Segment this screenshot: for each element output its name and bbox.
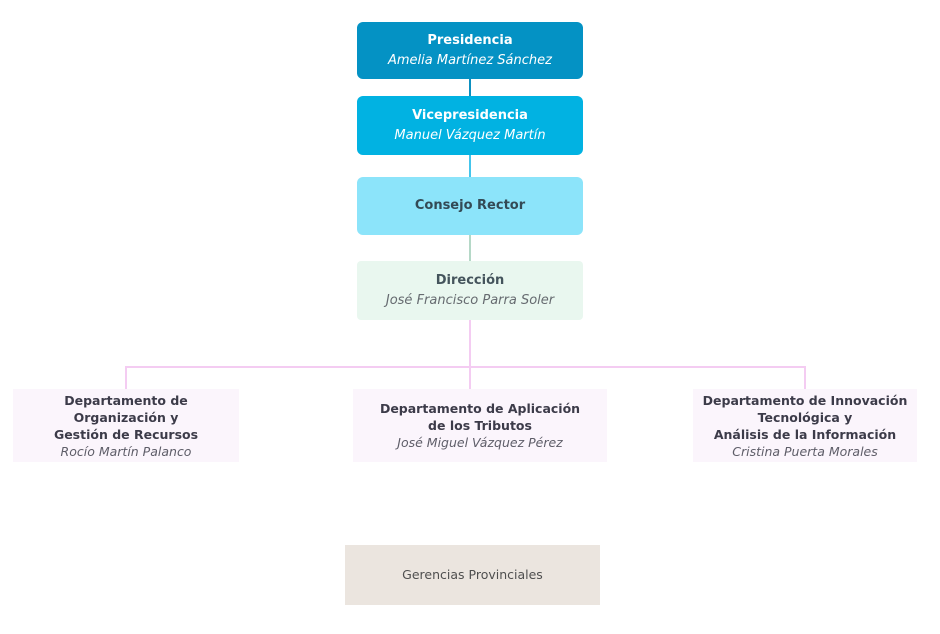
direccion-name: José Francisco Parra Soler: [385, 292, 555, 308]
connector-drop-departamento-organizacion: [125, 367, 127, 389]
departamento-organizacion-title-line-1: Departamento de Organización y: [64, 392, 188, 425]
node-vicepresidencia: Vicepresidencia Manuel Vázquez Martín: [357, 96, 583, 155]
gerencias-provinciales-title: Gerencias Provinciales: [402, 567, 543, 582]
node-presidencia: Presidencia Amelia Martínez Sánchez: [357, 22, 583, 79]
node-departamento-aplicacion: Departamento de Aplicación de los Tribut…: [353, 389, 607, 462]
node-gerencias-provinciales: Gerencias Provinciales: [345, 545, 600, 605]
departamento-organizacion-title-line-2: Gestión de Recursos: [53, 426, 199, 442]
departamento-innovacion-title-line-1: Departamento de Innovación: [702, 392, 908, 408]
connector-direccion-trunk: [469, 320, 471, 368]
connector-vicepresidencia-consejo: [469, 155, 471, 177]
node-consejo-rector: Consejo Rector: [357, 177, 583, 235]
departamento-organizacion-title: Departamento de Organización y Gestión d…: [21, 392, 231, 443]
connector-consejo-direccion: [469, 235, 471, 261]
connector-presidencia-vicepresidencia: [469, 79, 471, 96]
departamento-innovacion-title: Departamento de Innovación Tecnológica y…: [703, 392, 908, 443]
vicepresidencia-title: Vicepresidencia: [412, 107, 528, 123]
departamento-innovacion-title-line-3: Análisis de la Información: [713, 426, 897, 442]
connector-drop-departamento-aplicacion: [469, 367, 471, 389]
vicepresidencia-name: Manuel Vázquez Martín: [394, 127, 546, 143]
departamento-aplicacion-title-line-2: de los Tributos: [428, 418, 532, 433]
departamento-innovacion-title-line-2: Tecnológica y: [757, 409, 853, 425]
node-departamento-organizacion: Departamento de Organización y Gestión d…: [13, 389, 239, 462]
departamento-organizacion-name: Rocío Martín Palanco: [60, 443, 192, 459]
direccion-title: Dirección: [435, 272, 505, 288]
connector-departamentos-horizontal: [125, 366, 806, 368]
consejo-rector-title: Consejo Rector: [414, 198, 526, 213]
departamento-innovacion-name: Cristina Puerta Morales: [732, 443, 878, 459]
departamento-aplicacion-name: José Miguel Vázquez Pérez: [397, 435, 563, 450]
departamento-aplicacion-title: Departamento de Aplicación de los Tribut…: [380, 400, 580, 434]
presidencia-name: Amelia Martínez Sánchez: [388, 52, 552, 68]
node-direccion: Dirección José Francisco Parra Soler: [357, 261, 583, 320]
departamento-aplicacion-title-line-1: Departamento de Aplicación: [379, 401, 581, 416]
presidencia-title: Presidencia: [427, 32, 513, 48]
node-departamento-innovacion: Departamento de Innovación Tecnológica y…: [693, 389, 917, 462]
connector-drop-departamento-innovacion: [804, 367, 806, 389]
